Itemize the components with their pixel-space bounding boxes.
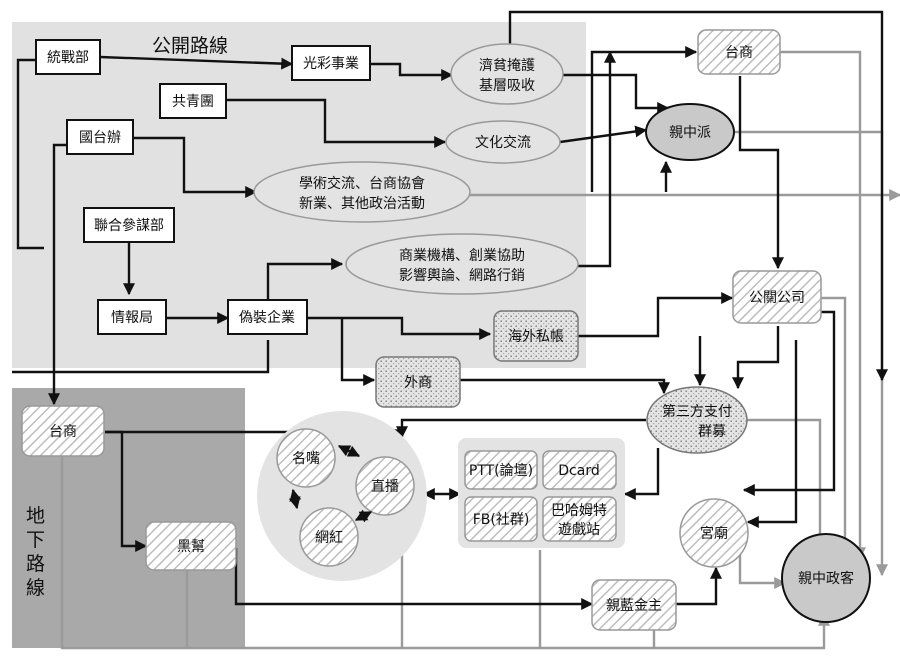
svg-text:群募: 群募 [698,424,726,440]
node-mingzui: 名嘴 [276,428,336,488]
public-route-label: 公開路線 [152,35,228,57]
svg-text:第三方支付: 第三方支付 [662,403,732,420]
svg-text:網紅: 網紅 [315,530,343,546]
node-fb: FB(社群) [464,496,538,542]
svg-text:Dcard: Dcard [558,463,599,479]
node-heibang: 黑幫 [145,521,237,571]
node-dcard: Dcard [542,450,617,490]
node-shangye: 商業機構、創業協助 影響輿論、網路行銷 [345,233,579,295]
node-qinzhong-politician: 親中政客 [781,533,871,623]
svg-text:聯合參謀部: 聯合參謀部 [94,218,164,234]
node-guotaiban: 國台辦 [66,119,134,155]
node-taishang-left: 台商 [21,405,105,457]
svg-text:共青團: 共青團 [172,94,214,110]
svg-text:影響輿論、網路行銷: 影響輿論、網路行銷 [399,267,525,284]
svg-text:商業機構、創業協助: 商業機構、創業協助 [399,248,525,264]
svg-text:公關公司: 公關公司 [749,290,805,306]
node-tongzhanbu: 統戰部 [35,39,101,75]
node-qingbao: 情報局 [97,299,167,335]
node-haiwai: 海外私帳 [493,310,579,362]
svg-text:偽裝企業: 偽裝企業 [239,309,295,326]
underground-route-label-4: 線 [26,577,45,599]
svg-text:情報局: 情報局 [111,310,153,326]
svg-text:濟貧掩護: 濟貧掩護 [479,58,535,74]
svg-text:直播: 直播 [371,478,399,495]
node-wanghong: 網紅 [299,507,359,567]
node-guangcai: 光彩事業 [291,45,371,81]
svg-text:宮廟: 宮廟 [700,525,728,542]
node-lianhe: 聯合參謀部 [83,207,175,243]
svg-text:新業、其他政治活動: 新業、其他政治活動 [299,196,425,212]
node-waishang: 外商 [375,356,461,408]
svg-text:統戰部: 統戰部 [47,50,89,66]
svg-text:學術交流、台商協會: 學術交流、台商協會 [299,175,425,192]
svg-text:親中政客: 親中政客 [798,570,854,587]
underground-route-label-3: 路 [26,553,45,575]
svg-text:台商: 台商 [725,45,753,61]
node-xueshu: 學術交流、台商協會 新業、其他政治活動 [253,161,471,223]
svg-text:PTT(論壇): PTT(論壇) [469,462,533,479]
svg-text:遊戲站: 遊戲站 [558,522,600,538]
platform-cluster: PTT(論壇) Dcard FB(社群) 巴哈姆特 遊戲站 [458,438,625,548]
black-arrows [12,10,888,610]
svg-text:FB(社群): FB(社群) [473,512,530,528]
svg-text:外商: 外商 [404,375,432,391]
influencer-cluster: 名嘴 直播 網紅 [257,411,427,581]
node-jipin: 濟貧掩護 基層吸收 [450,43,564,105]
node-disanfang: 第三方支付 群募 [646,386,748,454]
svg-text:光彩事業: 光彩事業 [303,56,359,72]
node-qinzhongpai: 親中派 [645,103,735,161]
underground-route-label-2: 下 [26,529,45,551]
svg-text:文化交流: 文化交流 [475,134,531,151]
node-weizhuang: 偽裝企業 [227,299,308,335]
svg-text:國台辦: 國台辦 [79,130,121,146]
node-taishang-top: 台商 [697,29,781,75]
node-bahamut: 巴哈姆特 遊戲站 [542,496,617,542]
underground-route-label-1: 地 [26,505,45,527]
svg-text:海外私帳: 海外私帳 [508,329,564,345]
node-gongqingtuan: 共青團 [159,83,227,119]
svg-text:台商: 台商 [49,424,77,440]
svg-text:名嘴: 名嘴 [292,451,320,467]
node-ptt: PTT(論壇) [464,450,538,490]
svg-text:親中派: 親中派 [669,125,711,141]
svg-text:親藍金主: 親藍金主 [606,598,662,614]
node-gongguan: 公關公司 [732,270,822,324]
node-zhibo: 直播 [355,456,415,516]
svg-text:黑幫: 黑幫 [177,539,205,555]
svg-text:巴哈姆特: 巴哈姆特 [551,503,607,519]
svg-text:基層吸收: 基層吸收 [479,77,535,94]
node-qinlan: 親藍金主 [591,579,677,631]
node-gongmiao: 宮廟 [679,498,749,568]
node-wenhua: 文化交流 [445,120,561,164]
